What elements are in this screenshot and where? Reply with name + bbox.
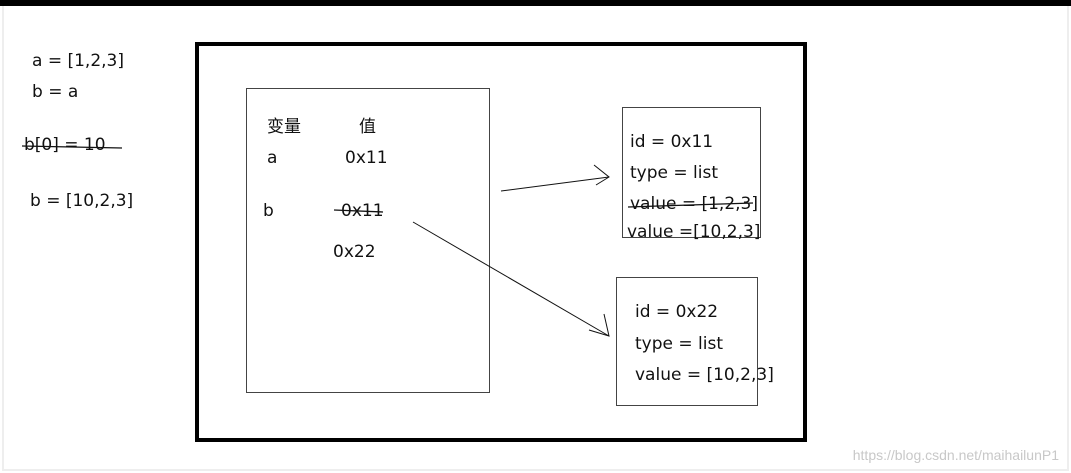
- object1-type: type = list: [630, 163, 718, 183]
- top-bar: [0, 0, 1071, 6]
- object2-value: value = [10,2,3]: [635, 365, 774, 385]
- object2-id: id = 0x22: [635, 302, 719, 322]
- code-line-4: b = [10,2,3]: [30, 191, 134, 211]
- code-line-1: a = [1,2,3]: [32, 51, 124, 71]
- watermark: https://blog.csdn.net/maihailunP1: [852, 447, 1059, 463]
- object1-id: id = 0x11: [630, 132, 714, 152]
- code-line-3-struck: b[0] = 10: [24, 135, 106, 155]
- var-a-value: 0x11: [345, 148, 388, 168]
- object1-new-value: value =[10,2,3]: [627, 222, 761, 242]
- code-line-2: b = a: [32, 82, 79, 102]
- memory-frame: [195, 42, 807, 442]
- var-b-old-value: 0x11: [341, 201, 384, 221]
- var-a-name: a: [267, 148, 278, 168]
- object1-old-value: value = [1,2,3]: [630, 194, 759, 214]
- header-value: 值: [359, 117, 376, 137]
- var-b-new-value: 0x22: [333, 242, 376, 262]
- header-variable: 变量: [267, 117, 301, 137]
- var-b-name: b: [263, 201, 274, 221]
- page-frame: [2, 6, 1069, 471]
- object-box-0x11: [622, 107, 761, 238]
- object2-type: type = list: [635, 334, 723, 354]
- object-box-0x22: [616, 277, 758, 406]
